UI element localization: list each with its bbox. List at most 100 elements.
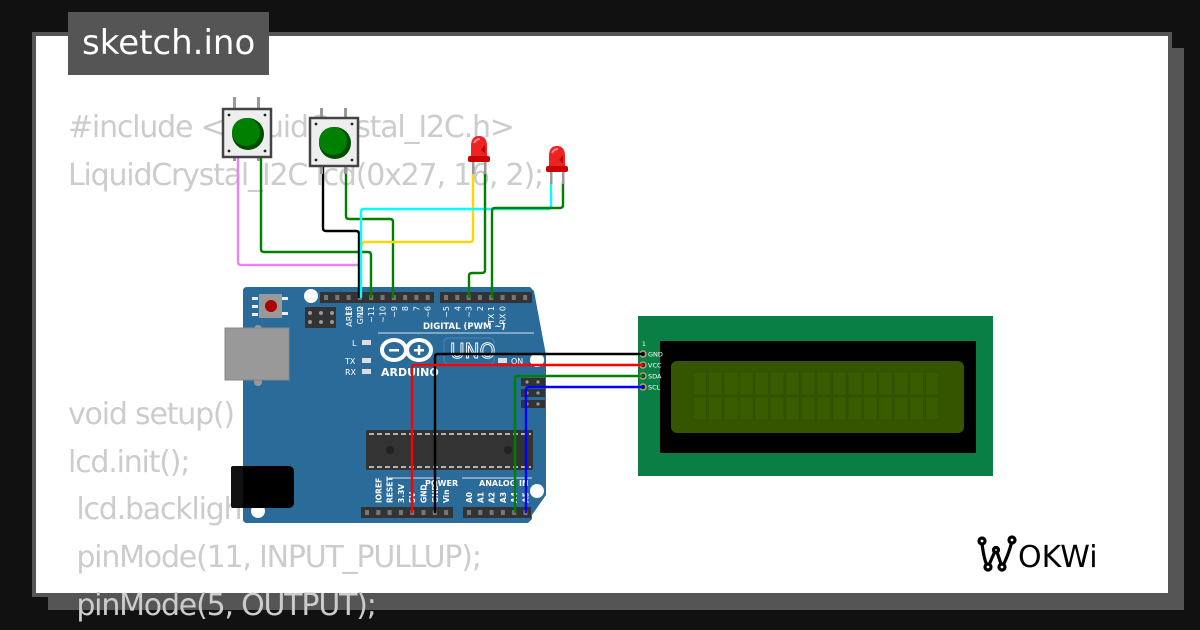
header-pin[interactable] xyxy=(398,510,403,515)
lcd-char-cell xyxy=(739,371,754,396)
led-rx xyxy=(362,369,371,374)
wire-button1-left-to-gnd[interactable] xyxy=(236,150,361,267)
header-pin[interactable] xyxy=(489,510,494,515)
header-pin[interactable] xyxy=(478,510,483,515)
pin-label: A0 xyxy=(465,492,474,503)
lcd-char-cell xyxy=(878,371,893,396)
pin-label: 12 xyxy=(356,306,365,316)
lcd-char-cell xyxy=(723,371,738,396)
lcd-char-cell xyxy=(692,396,707,421)
pin-label: 7 xyxy=(412,306,421,311)
lcd-pin-label: VCC xyxy=(648,362,662,370)
header-pin[interactable] xyxy=(421,510,426,515)
mount-hole xyxy=(530,353,544,367)
code-preview: #include <LiquidCrystal_I2C.h>LiquidCrys… xyxy=(68,104,544,630)
lcd-char-cell xyxy=(785,396,800,421)
lcd-char-cell xyxy=(692,371,707,396)
header-pin[interactable] xyxy=(444,295,448,300)
rx-label: RX xyxy=(345,368,357,377)
led-on xyxy=(498,358,507,363)
lcd-char-cell xyxy=(770,371,785,396)
header-pin[interactable] xyxy=(324,295,328,300)
lcd-char-cell xyxy=(754,396,769,421)
wire-button2-left-to-gnd[interactable] xyxy=(321,163,361,299)
header-pin[interactable] xyxy=(425,295,430,300)
wire-lcd-sda[interactable] xyxy=(513,374,645,514)
icsp-header xyxy=(305,307,336,328)
lcd-pin-label: GND xyxy=(648,351,663,359)
wire-lcd-gnd[interactable] xyxy=(433,352,645,514)
wire-lcd-scl[interactable] xyxy=(524,385,645,514)
lcd-char-cell xyxy=(816,396,831,421)
pin-label: IOREF xyxy=(374,478,383,503)
wire-button1-right-to-pin12[interactable] xyxy=(259,150,373,299)
pin-label: A3 xyxy=(499,492,508,503)
header-pin[interactable] xyxy=(380,295,385,300)
lcd-char-cell xyxy=(847,396,862,421)
header-pin[interactable] xyxy=(500,295,505,300)
wire-led1-to-pin5[interactable] xyxy=(467,170,487,299)
arduino-brand: ARDUINO xyxy=(381,366,439,379)
lcd-char-cell xyxy=(832,396,847,421)
pin-label: Vin xyxy=(442,489,451,503)
lcd-char-cell xyxy=(816,371,831,396)
pin-label: ~5 xyxy=(442,306,451,318)
lcd-char-cell xyxy=(909,371,924,396)
lcd-char-cell xyxy=(925,371,940,396)
header-pin[interactable] xyxy=(455,295,460,300)
led-red-1[interactable] xyxy=(468,136,490,174)
header-pin[interactable] xyxy=(477,295,482,300)
lcd-char-cell xyxy=(894,396,909,421)
file-tab[interactable]: sketch.ino xyxy=(68,12,270,75)
mount-hole xyxy=(304,289,318,303)
code-line: lcd.init(); xyxy=(68,444,190,480)
wire-gnd-to-led1[interactable] xyxy=(360,170,475,247)
header-pin[interactable] xyxy=(346,295,351,300)
header-pin[interactable] xyxy=(467,510,471,515)
pin-label: A2 xyxy=(488,492,497,503)
mount-hole xyxy=(530,484,544,498)
lcd-char-cell xyxy=(832,371,847,396)
pin-label: AREF xyxy=(345,306,354,327)
lcd-char-cell xyxy=(723,396,738,421)
wire-button2-right-to-pin11[interactable] xyxy=(344,163,395,299)
led-tx xyxy=(362,358,371,363)
reset-button[interactable] xyxy=(252,294,288,318)
wokwi-logo-text: OKWi xyxy=(1018,540,1098,575)
header-pin[interactable] xyxy=(376,510,381,515)
pin-label: TX 1 xyxy=(487,306,496,325)
wire-led2-to-pin3[interactable] xyxy=(490,180,565,299)
usb-port xyxy=(224,327,290,381)
power-jack xyxy=(232,466,294,508)
header-pin[interactable] xyxy=(403,295,408,300)
header-pin[interactable] xyxy=(500,510,505,515)
pushbutton-1[interactable] xyxy=(221,97,273,161)
pushbutton-2[interactable] xyxy=(308,108,360,174)
pin-label: 2 xyxy=(476,306,485,311)
wire-gnd-to-led2[interactable] xyxy=(359,180,553,299)
pin-label: ~11 xyxy=(367,306,376,323)
header-pin[interactable] xyxy=(365,510,369,515)
header-pin[interactable] xyxy=(335,295,340,300)
code-line: void setup() { xyxy=(68,396,261,432)
lcd-char-cell xyxy=(708,371,723,396)
header-pin[interactable] xyxy=(511,295,516,300)
analog-label: ANALOG IN xyxy=(479,479,529,488)
header-pin[interactable] xyxy=(523,295,528,300)
digital-header-left xyxy=(320,292,434,303)
lcd-char-cell xyxy=(801,371,816,396)
wire-lcd-vcc[interactable] xyxy=(410,363,645,514)
tx-label: TX xyxy=(344,357,356,366)
pin-label: 4 xyxy=(453,306,462,311)
header-pin[interactable] xyxy=(414,295,419,300)
arduino-logo-icon xyxy=(380,338,433,362)
led-red-2[interactable] xyxy=(546,146,568,184)
lcd-char-cell xyxy=(754,371,769,396)
atmega-chip xyxy=(366,430,533,470)
lcd-char-cell xyxy=(708,396,723,421)
header-pin[interactable] xyxy=(387,510,392,515)
header-pin[interactable] xyxy=(444,510,449,515)
